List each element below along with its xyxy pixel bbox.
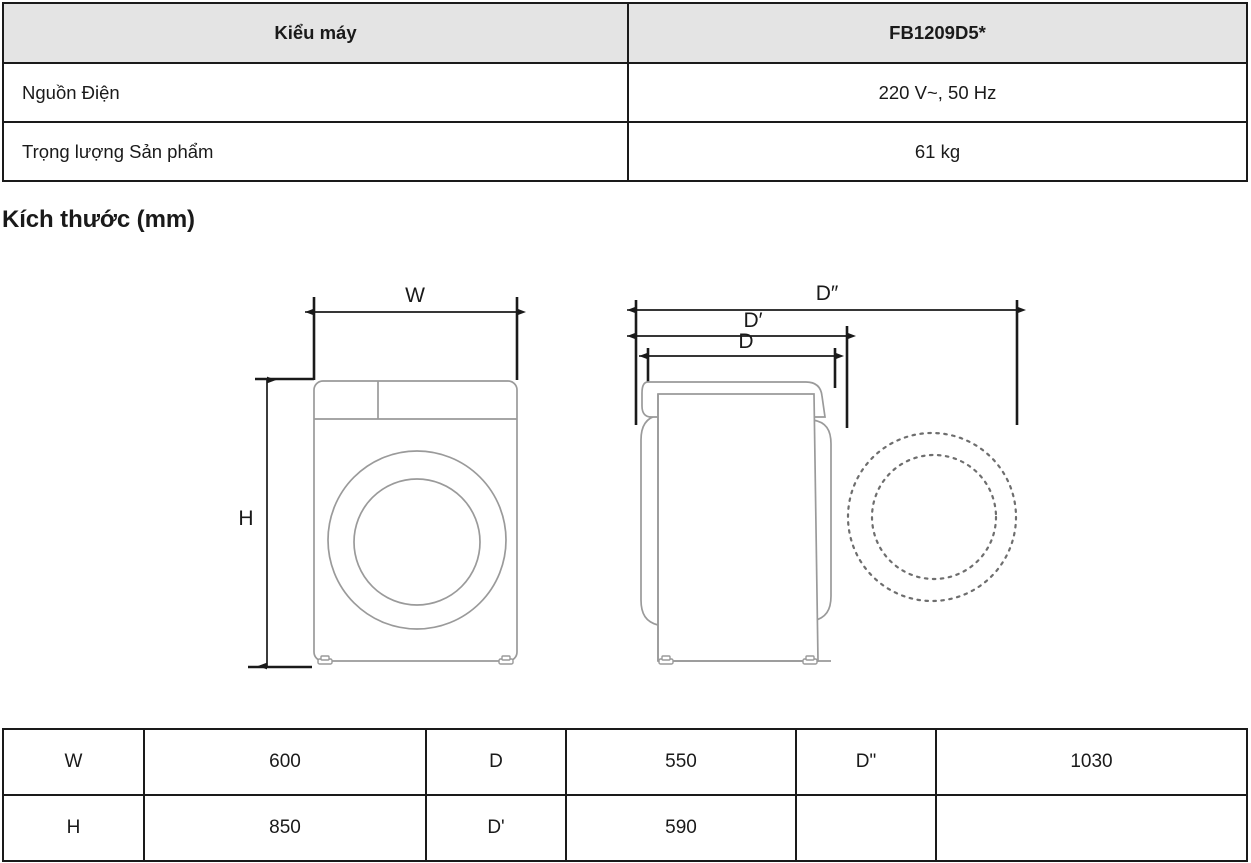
door-swing-inner-arc: [870, 453, 998, 581]
spec-header-model-code: FB1209D5*: [627, 2, 1248, 64]
table-row: W 600 D 550 D" 1030: [2, 728, 1248, 796]
spec-header-model-type: Kiểu máy: [2, 2, 629, 64]
dim-cell-d2-label: D": [795, 728, 937, 796]
front-view-drawing: W H: [238, 284, 526, 670]
page-title: Kích thước (mm): [2, 206, 195, 233]
dim-cell-d2-value: 1030: [935, 728, 1248, 796]
dim-cell-empty-label: [795, 794, 937, 862]
dim-cell-w-value: 600: [143, 728, 427, 796]
spec-row-weight-label: Trọng lượng Sản phẩm: [2, 121, 629, 182]
dimensions-table: W 600 D 550 D" 1030 H 850 D' 590: [2, 728, 1248, 862]
side-view-drawing: D″ D′ D: [627, 282, 1026, 665]
dim-cell-w-label: W: [2, 728, 145, 796]
dim-cell-d-label: D: [425, 728, 567, 796]
front-view-width-label: W: [405, 284, 425, 307]
front-view-height-label: H: [238, 507, 253, 530]
dim-cell-d1-label: D': [425, 794, 567, 862]
dim-cell-d-value: 550: [565, 728, 797, 796]
table-row: H 850 D' 590: [2, 794, 1248, 862]
spec-table-header-row: Kiểu máy FB1209D5*: [2, 2, 1248, 64]
table-row: Trọng lượng Sản phẩm 61 kg: [2, 121, 1248, 182]
dim-cell-h-label: H: [2, 794, 145, 862]
side-view-depth-door-open-label: D″: [816, 282, 839, 305]
table-row: Nguồn Điện 220 V~, 50 Hz: [2, 62, 1248, 123]
side-view-depth-label: D: [738, 330, 753, 353]
spec-row-power-value: 220 V~, 50 Hz: [627, 62, 1248, 123]
dim-cell-h-value: 850: [143, 794, 427, 862]
spec-row-power-label: Nguồn Điện: [2, 62, 629, 123]
spec-table: Kiểu máy FB1209D5* Nguồn Điện 220 V~, 50…: [2, 2, 1248, 182]
dim-cell-empty-value: [935, 794, 1248, 862]
spec-row-weight-value: 61 kg: [627, 121, 1248, 182]
door-swing-outer-arc: [846, 431, 1018, 603]
dim-cell-d1-value: 590: [565, 794, 797, 862]
side-view-depth-door-label: D′: [743, 309, 762, 332]
dimension-drawing: W H: [0, 270, 1251, 700]
